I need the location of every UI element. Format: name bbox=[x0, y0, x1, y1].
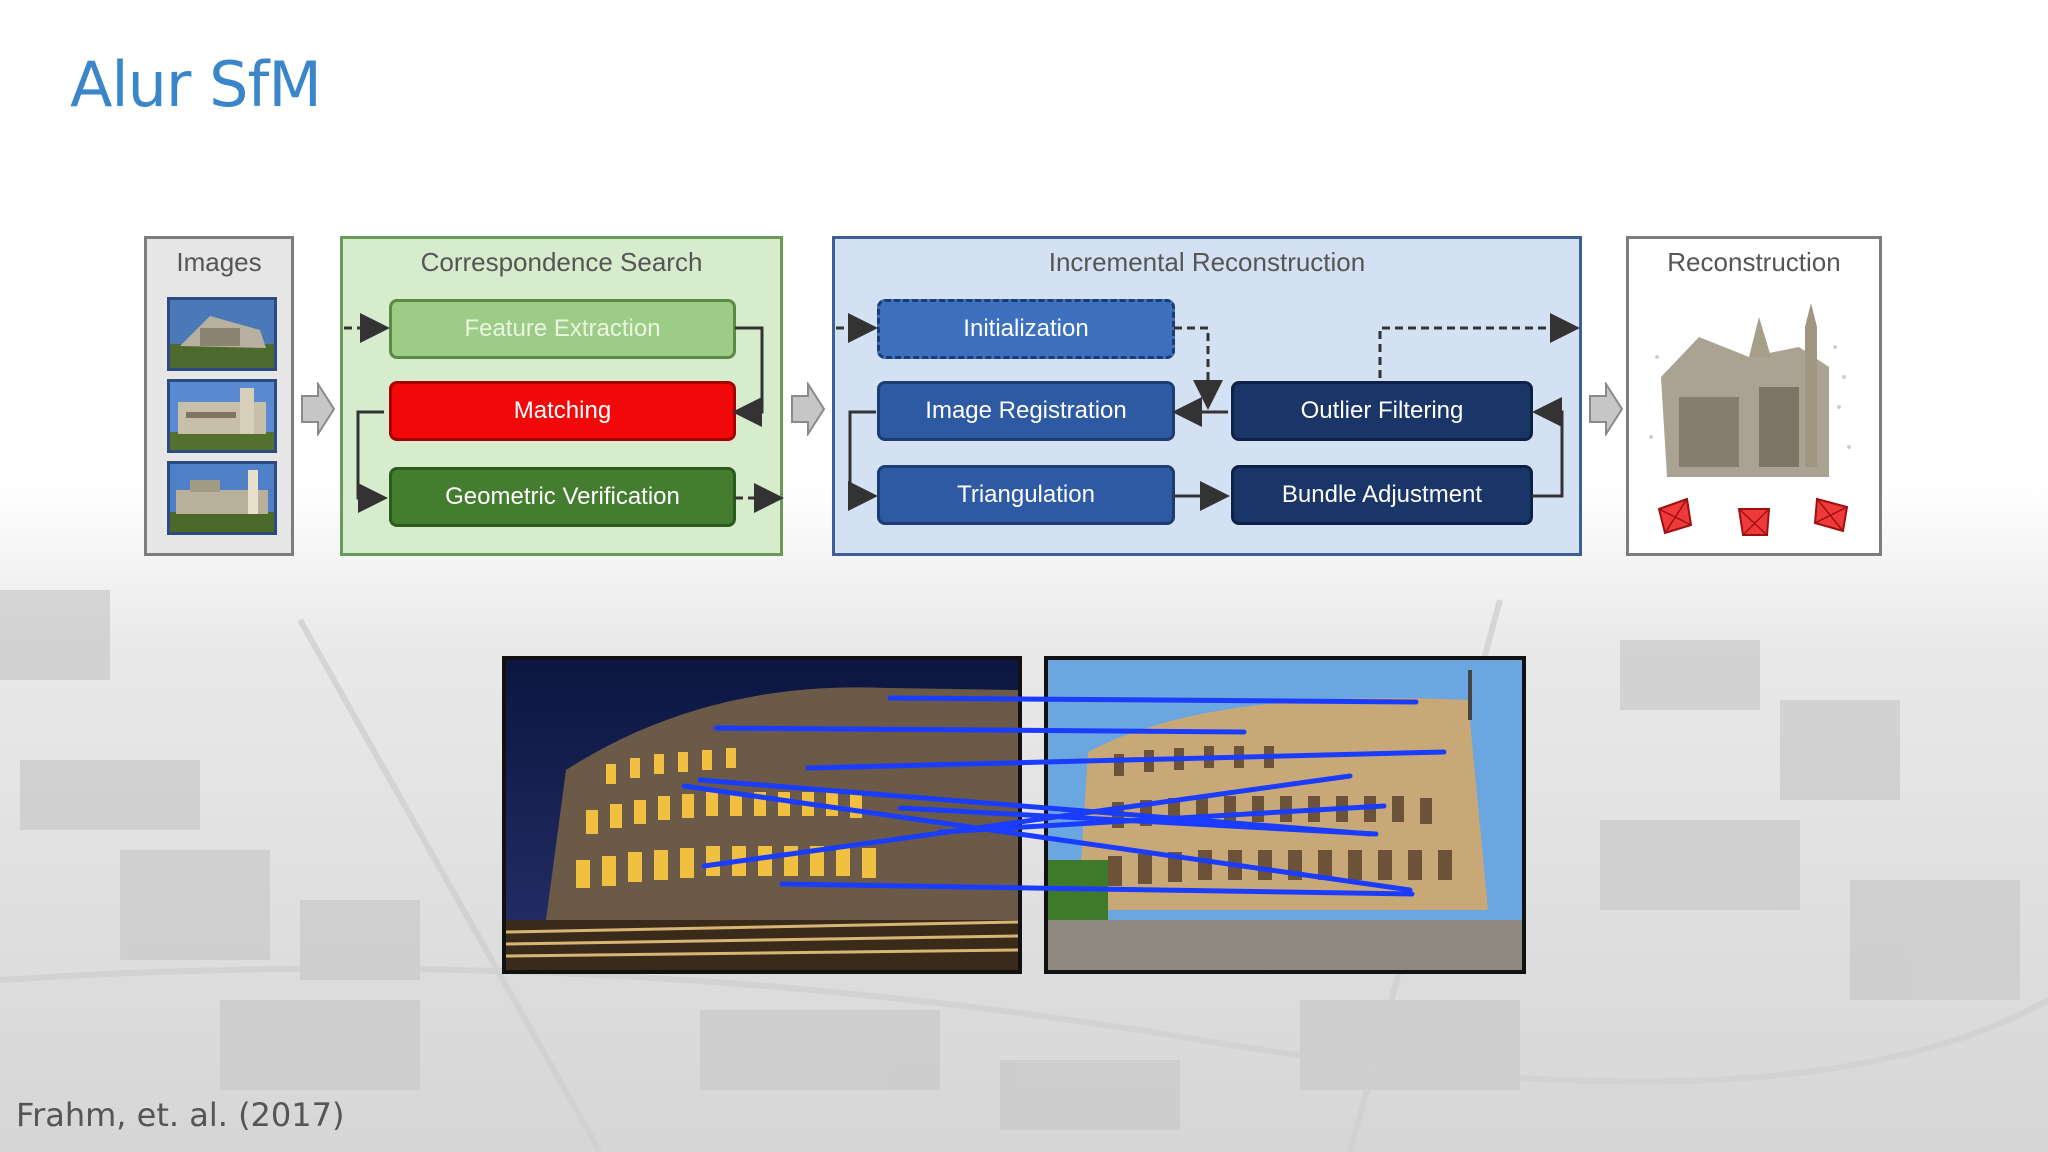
input-photo-thumbnail bbox=[167, 461, 277, 535]
reconstruction-panel: Reconstruction bbox=[1626, 236, 1882, 556]
incremental-reconstruction-title: Incremental Reconstruction bbox=[1048, 247, 1366, 277]
flow-arrow-icon bbox=[1589, 382, 1624, 436]
geometric-verification-step: Geometric Verification bbox=[389, 467, 736, 527]
outlier-filtering-step: Outlier Filtering bbox=[1231, 381, 1533, 441]
triangulation-step: Triangulation bbox=[877, 465, 1175, 525]
colosseum-day-photo bbox=[1044, 656, 1526, 974]
colosseum-night-photo bbox=[502, 656, 1022, 974]
point-cloud-reconstruction-image bbox=[1649, 303, 1851, 536]
flow-arrow-icon bbox=[791, 382, 826, 436]
slide-title: Alur SfM bbox=[70, 48, 322, 121]
input-photo-thumbnail bbox=[167, 297, 277, 371]
images-panel-title: Images bbox=[176, 247, 262, 277]
images-panel: Images bbox=[144, 236, 294, 556]
flow-arrow-icon bbox=[301, 382, 336, 436]
initialization-step: Initialization bbox=[877, 299, 1175, 359]
citation-text: Frahm, et. al. (2017) bbox=[16, 1096, 345, 1134]
feature-extraction-step: Feature Extraction bbox=[389, 299, 736, 359]
matching-step: Matching bbox=[389, 381, 736, 441]
reconstruction-panel-title: Reconstruction bbox=[1667, 247, 1841, 277]
input-photo-thumbnail bbox=[167, 379, 277, 453]
correspondence-search-panel: Correspondence Search Feature Extraction… bbox=[340, 236, 783, 556]
bundle-adjustment-step: Bundle Adjustment bbox=[1231, 465, 1533, 525]
image-registration-step: Image Registration bbox=[877, 381, 1175, 441]
correspondence-search-title: Correspondence Search bbox=[420, 247, 703, 277]
